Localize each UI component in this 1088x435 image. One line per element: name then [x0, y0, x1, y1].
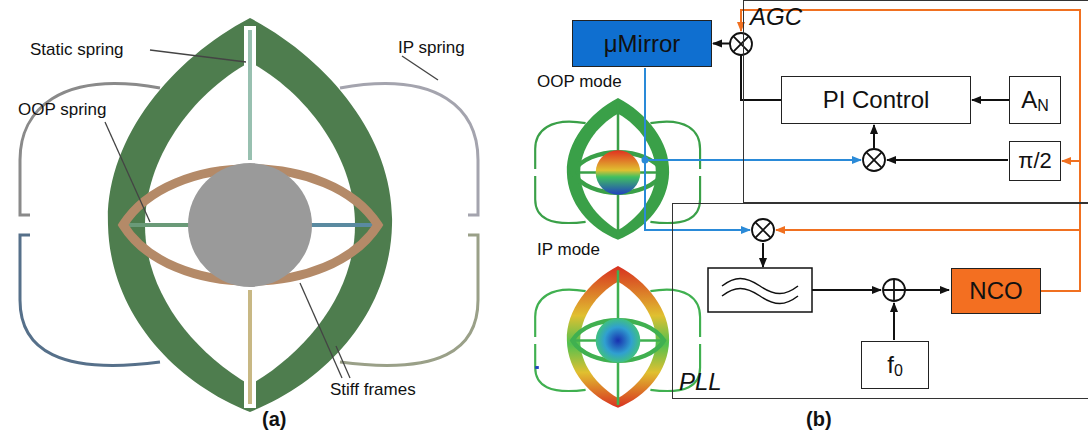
lowpass-filter [708, 268, 812, 312]
mode-label: OOP mode [537, 72, 622, 92]
block-label: f [887, 351, 894, 379]
block-label: μMirror [604, 30, 680, 58]
leader-lines [105, 50, 438, 378]
subscript: 0 [894, 362, 903, 380]
phase-shift-box: π/2 [1009, 141, 1061, 181]
amplitude-setpoint-box: AN [1009, 76, 1061, 124]
part-label: Stiff frames [330, 380, 416, 400]
part-label: IP spring [398, 38, 465, 58]
group-title: PLL [679, 368, 722, 396]
panel-label: (a) [262, 408, 286, 431]
device-drawing [20, 18, 478, 412]
oop-mode-figure [535, 98, 700, 240]
signal-connector [972, 99, 1009, 101]
pll-group: PLL f0 NCO [672, 203, 1088, 399]
mirror-box: μMirror [572, 20, 712, 67]
subscript: N [1037, 97, 1049, 115]
nco-box: NCO [951, 268, 1041, 314]
block-label: π/2 [1018, 148, 1052, 174]
adder-symbol [883, 279, 905, 301]
block-label: PI Control [823, 86, 930, 114]
part-label: OOP spring [18, 100, 107, 120]
panel-label: (b) [806, 408, 832, 431]
block-label: A [1021, 86, 1037, 114]
block-label: NCO [969, 277, 1022, 305]
group-title: AGC [750, 3, 802, 31]
multiplier-symbol [730, 33, 885, 241]
mode-label: IP mode [537, 240, 600, 260]
ip-mode-figure [535, 266, 700, 408]
part-label: Static spring [30, 40, 124, 60]
agc-group: AGCPI ControlANπ/2 [743, 0, 1088, 203]
base-frequency-box: f0 [861, 341, 929, 389]
pi-control-box: PI Control [781, 76, 971, 124]
